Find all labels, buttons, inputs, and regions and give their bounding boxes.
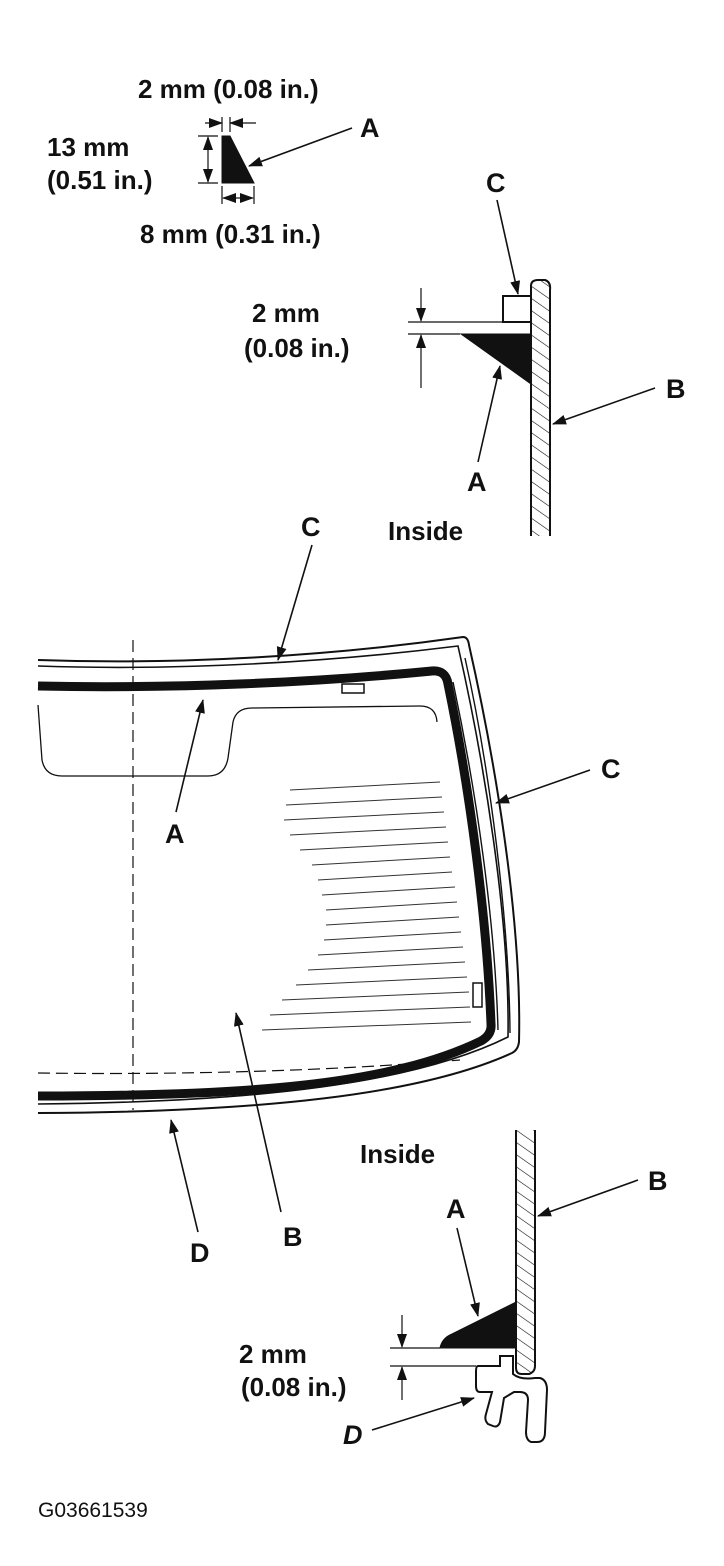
- upper-label-a: A: [467, 467, 487, 497]
- glass-inner-border: [464, 657, 511, 1034]
- molding-outer-edge: [37, 635, 521, 1114]
- lower-inside-label: Inside: [360, 1139, 435, 1169]
- leader-arrow-b: [537, 1179, 639, 1217]
- main-label-d: D: [190, 1238, 210, 1268]
- mirror-area-outline: [37, 704, 438, 777]
- leader-arrow-a: [175, 699, 205, 813]
- profile-width-bottom-label: 8 mm (0.31 in.): [140, 219, 321, 249]
- lower-reference-line: [37, 1059, 461, 1075]
- profile-height-label-line2: (0.51 in.): [47, 165, 152, 195]
- lower-gap-label-line2: (0.08 in.): [241, 1372, 346, 1402]
- upper-glass-edge: [530, 279, 552, 536]
- windshield-view: C C A B D: [37, 512, 621, 1268]
- leader-arrow-c: [495, 769, 591, 804]
- upper-dam-shape: [459, 333, 532, 385]
- dam-bead: [37, 666, 496, 1101]
- leader-arrow-d: [169, 1119, 199, 1233]
- glass-inner-border: [452, 681, 499, 1031]
- leader-arrow-c: [496, 199, 521, 295]
- upper-cross-section: C 2 mm (0.08 in.) B A Inside: [244, 168, 686, 546]
- upper-inside-label: Inside: [388, 516, 463, 546]
- upper-gap-label-line1: 2 mm: [252, 298, 320, 328]
- profile-height-label-line1: 13 mm: [47, 132, 129, 162]
- right-clip: [472, 982, 483, 1008]
- upper-molding-clip: [502, 295, 532, 323]
- leader-arrow-a: [248, 127, 353, 167]
- main-label-b: B: [283, 1222, 303, 1252]
- lower-label-b: B: [648, 1166, 668, 1196]
- glass-shading: [261, 781, 472, 1031]
- lower-gap-label-line1: 2 mm: [239, 1339, 307, 1369]
- upper-label-c: C: [486, 168, 506, 198]
- upper-gap-label-line2: (0.08 in.): [244, 333, 349, 363]
- dam-profile-shape: [221, 135, 255, 184]
- profile-label-a: A: [360, 113, 380, 143]
- lower-label-a: A: [446, 1194, 466, 1224]
- leader-arrow-b: [552, 387, 656, 425]
- leader-arrow-b: [233, 1012, 282, 1213]
- leader-arrow-a: [456, 1227, 480, 1317]
- lower-dam-shape: [439, 1301, 517, 1349]
- main-label-c-right: C: [601, 754, 621, 784]
- top-clip: [341, 683, 365, 694]
- profile-detail: 2 mm (0.08 in.) 13 mm (0.51 in.) 8 mm (0…: [47, 74, 380, 249]
- upper-label-b: B: [666, 374, 686, 404]
- main-label-c-top: C: [301, 512, 321, 542]
- lower-molding: [475, 1355, 549, 1443]
- main-label-a: A: [165, 819, 185, 849]
- lower-cross-section: Inside B A 2 mm (0.08 in.) D: [239, 1130, 668, 1450]
- profile-width-top-label: 2 mm (0.08 in.): [138, 74, 319, 104]
- leader-arrow-a: [477, 365, 502, 463]
- leader-arrow-c: [276, 544, 313, 661]
- lower-glass-edge: [515, 1130, 536, 1375]
- molding-inner-edge: [37, 645, 509, 1105]
- figure-code: G03661539: [38, 1499, 148, 1522]
- leader-arrow-d: [371, 1397, 475, 1431]
- lower-label-d: D: [343, 1420, 363, 1450]
